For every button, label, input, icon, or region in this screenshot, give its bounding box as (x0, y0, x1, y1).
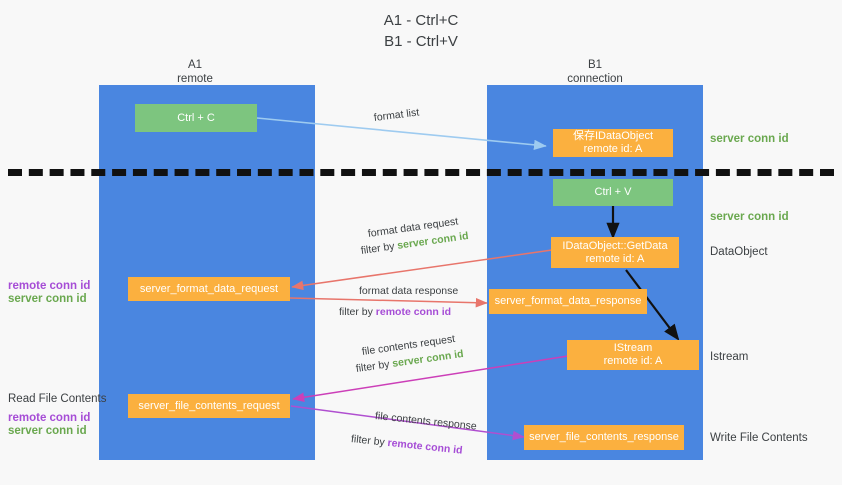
node-ctrl-c[interactable]: Ctrl + C (135, 104, 257, 132)
node-ctrl-v[interactable]: Ctrl + V (553, 179, 673, 206)
annotation-write-file-contents: Write File Contents (710, 432, 808, 444)
annotation-read-file-contents: Read File Contents (8, 393, 107, 405)
node-server-file-contents-response[interactable]: server_file_contents_response (524, 425, 684, 450)
arrow-label-format-data-response-filter: filter by remote conn id (339, 306, 451, 319)
annotation-format-server-conn-id: server conn id (8, 293, 87, 305)
filter-prefix: filter by (360, 239, 399, 257)
arrow-label-file-contents-response: file contents response (374, 410, 478, 433)
annotation-server-conn-id-top: server conn id (710, 133, 789, 145)
filter-prefix: filter by (339, 306, 376, 318)
annotation-istream: Istream (710, 351, 749, 363)
annotation-file-remote-conn-id: remote conn id (8, 412, 91, 424)
phase-divider (8, 169, 834, 176)
filter-prefix: filter by (350, 433, 389, 449)
arrow-label-format-data-response: format data response (359, 285, 459, 297)
column-header-b1: B1 connection (567, 59, 623, 85)
filter-value-remote-conn-id: remote conn id (386, 436, 464, 457)
annotation-dataobject: DataObject (710, 246, 768, 258)
filter-value-remote-conn-id: remote conn id (375, 306, 452, 318)
annotation-file-server-conn-id: server conn id (8, 425, 87, 437)
node-server-format-data-response[interactable]: server_format_data_response (489, 289, 647, 314)
diagram-title: A1 - Ctrl+C B1 - Ctrl+V (383, 12, 459, 50)
node-save-idataobject[interactable]: 保存IDataObject remote id: A (553, 129, 673, 157)
node-idataobject-getdata[interactable]: IDataObject::GetData remote id: A (551, 237, 679, 268)
node-server-file-contents-request[interactable]: server_file_contents_request (128, 394, 290, 418)
column-header-a1: A1 remote (177, 59, 213, 85)
arrow-label-file-contents-response-filter: filter by remote conn id (350, 433, 463, 458)
filter-prefix: filter by (355, 357, 394, 375)
annotation-format-remote-conn-id: remote conn id (8, 280, 91, 292)
node-istream[interactable]: IStream remote id: A (567, 340, 699, 370)
annotation-server-conn-id-mid: server conn id (710, 211, 789, 223)
node-server-format-data-request[interactable]: server_format_data_request (128, 277, 290, 301)
arrow-label-format-list: format list (373, 106, 420, 124)
